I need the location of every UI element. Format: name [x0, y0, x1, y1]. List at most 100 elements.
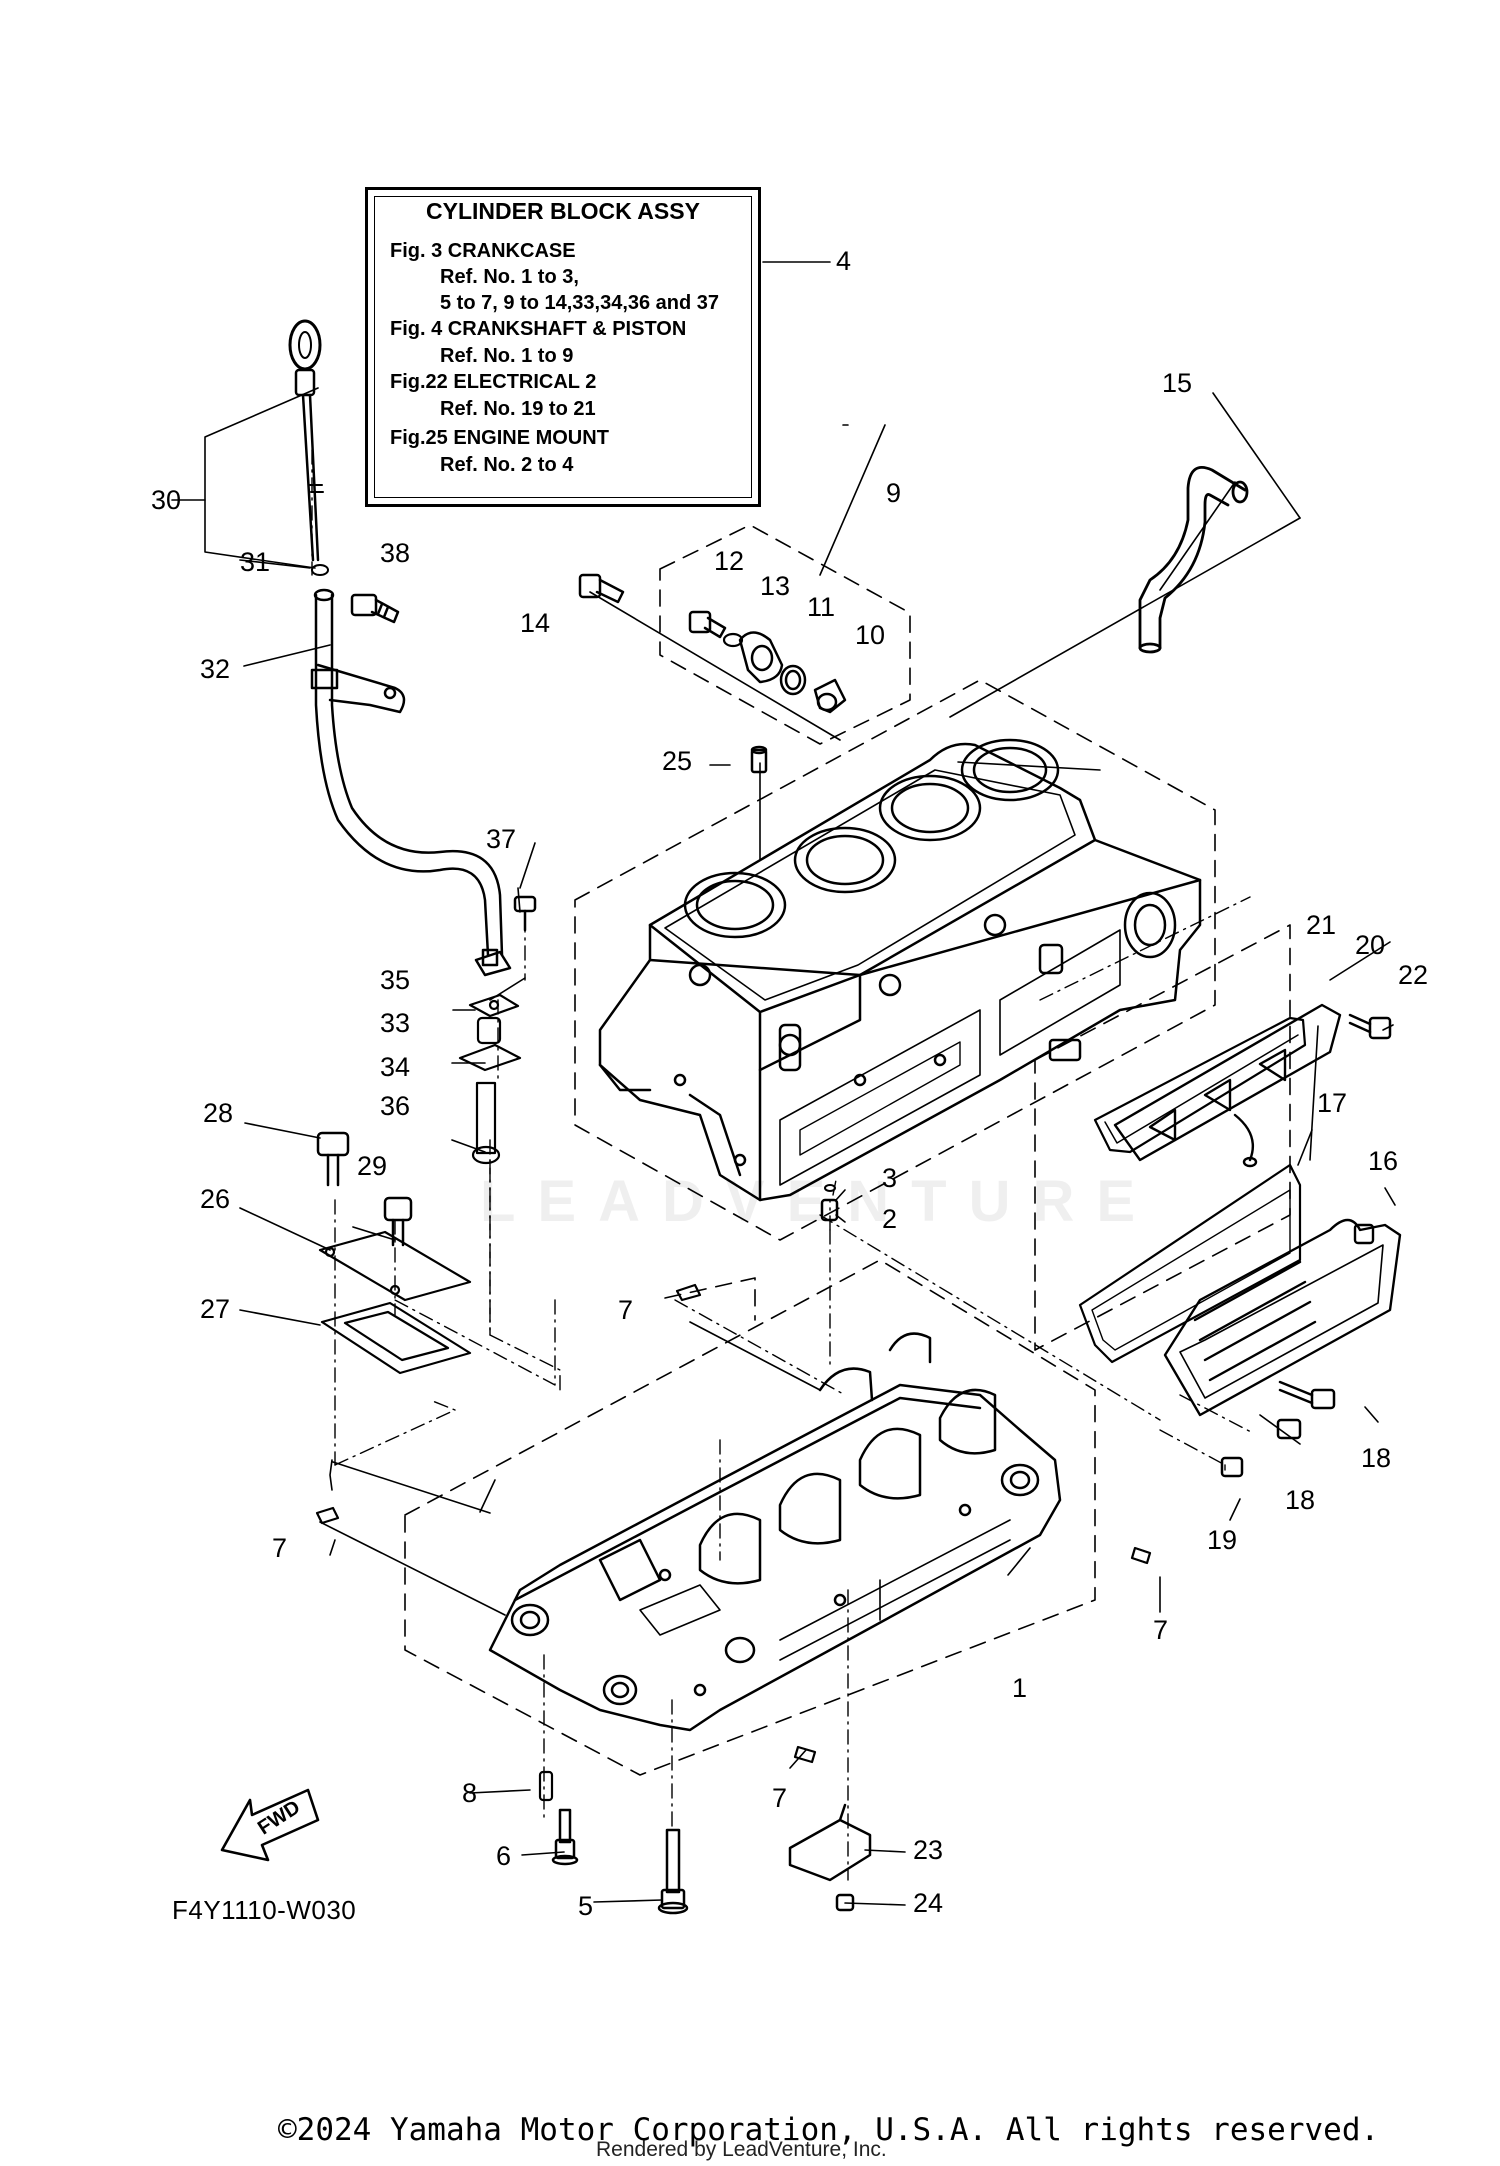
callout-10: 10 — [855, 620, 886, 650]
part-dipstick-guide — [310, 588, 504, 957]
legend-box: CYLINDER BLOCK ASSY Fig. 3 CRANKCASE Ref… — [365, 187, 761, 507]
legend-line: Ref. No. 1 to 3, — [440, 266, 579, 288]
part-bracket-23 — [788, 1803, 872, 1882]
callout-7: 7 — [272, 1533, 288, 1563]
callout-15: 15 — [1162, 368, 1193, 398]
callout-5: 5 — [578, 1891, 594, 1921]
callout-34: 34 — [380, 1052, 411, 1082]
callout-14: 14 — [520, 608, 551, 638]
leader-lines — [171, 261, 1396, 1906]
legend-line: Fig.22 ELECTRICAL 2 — [390, 371, 597, 393]
part-clamp-35 — [474, 948, 512, 977]
part-pin-7-top — [675, 1283, 702, 1302]
callout-37: 37 — [486, 824, 517, 854]
part-bolt-6 — [551, 1808, 579, 1866]
callout-30: 30 — [151, 485, 182, 515]
alignment-lines — [311, 449, 1254, 1881]
part-thermostat-10 — [813, 678, 847, 714]
part-cover-plate-26 — [318, 1230, 472, 1302]
part-bolt-12 — [688, 610, 727, 639]
callout-23: 23 — [913, 1835, 944, 1865]
part-bolt-29 — [383, 1196, 413, 1247]
legend-line: Ref. No. 2 to 4 — [440, 454, 574, 476]
callout-18: 18 — [1361, 1443, 1392, 1473]
callout-36: 36 — [380, 1091, 411, 1121]
callout-32: 32 — [200, 654, 231, 684]
part-washer-13 — [722, 632, 744, 648]
legend-inner-border — [374, 196, 752, 498]
callout-12: 12 — [714, 546, 745, 576]
callout-6: 6 — [496, 1841, 512, 1871]
part-bolt-19 — [1220, 1456, 1244, 1478]
callout-16: 16 — [1368, 1146, 1399, 1176]
callout-22: 22 — [1398, 960, 1429, 990]
figure-code: F4Y1110-W030 — [172, 1895, 357, 1925]
part-dowel-25 — [750, 745, 768, 774]
part-thermostat-cover — [738, 631, 784, 684]
part-tube-36 — [471, 1081, 501, 1165]
legend-line: Ref. No. 19 to 21 — [440, 398, 596, 420]
callout-27: 27 — [200, 1294, 231, 1324]
callout-20: 20 — [1355, 930, 1386, 960]
callout-4: 4 — [836, 246, 852, 276]
callout-8: 8 — [462, 1778, 478, 1808]
part-plate-33 — [468, 993, 520, 1018]
part-sleeve-34 — [458, 1016, 522, 1072]
part-bolt-24 — [835, 1893, 855, 1912]
group-box-upper-crankcase — [574, 679, 1216, 1241]
part-bolt-22 — [1348, 1013, 1392, 1040]
rendered-by-notice: Rendered by LeadVenture, Inc. — [596, 2138, 887, 2161]
legend-line: Fig.25 ENGINE MOUNT — [390, 427, 609, 449]
part-pin-7-right — [1130, 1546, 1152, 1565]
callout-9: 9 — [886, 478, 902, 508]
part-oring-11 — [779, 664, 807, 696]
callout-3: 3 — [882, 1163, 898, 1193]
group-box-thermostat — [659, 524, 911, 745]
legend-title: CYLINDER BLOCK ASSY — [426, 198, 700, 224]
part-gasket-21 — [1093, 1016, 1307, 1154]
callout-28: 28 — [203, 1098, 234, 1128]
callout-13: 13 — [760, 571, 791, 601]
callout-7: 7 — [772, 1783, 788, 1813]
part-bolt-18b — [1276, 1418, 1302, 1440]
part-bolt-18a — [1278, 1380, 1336, 1410]
callout-38: 38 — [380, 538, 411, 568]
callout-35: 35 — [380, 965, 411, 995]
group-box-7 — [664, 1277, 756, 1321]
part-pin-7-left — [315, 1506, 340, 1525]
legend-line: Ref. No. 1 to 9 — [440, 345, 574, 367]
part-pin-3 — [824, 1184, 836, 1192]
watermark-text: LEADVENTURE — [480, 1169, 1158, 1234]
callout-33: 33 — [380, 1008, 411, 1038]
part-dipstick — [288, 319, 324, 562]
callout-7: 7 — [1153, 1615, 1169, 1645]
part-cover-16 — [1163, 1218, 1402, 1417]
callout-21: 21 — [1306, 910, 1337, 940]
callout-17: 17 — [1317, 1088, 1348, 1118]
part-bolt-37 — [513, 895, 537, 932]
group-box-lower-crankcase — [404, 1259, 1096, 1776]
callout-31: 31 — [240, 547, 271, 577]
callout-2: 2 — [882, 1204, 898, 1234]
callout-19: 19 — [1207, 1525, 1238, 1555]
part-pin-8 — [538, 1770, 554, 1802]
callout-26: 26 — [200, 1184, 231, 1214]
legend-line: Fig. 3 CRANKCASE — [390, 240, 576, 262]
callout-29: 29 — [357, 1151, 388, 1181]
callout-25: 25 — [662, 746, 693, 776]
part-gasket-17 — [1078, 1163, 1302, 1364]
callout-1: 1 — [1012, 1673, 1028, 1703]
legend-line: Fig. 4 CRANKSHAFT & PISTON — [390, 318, 687, 340]
fwd-arrow-icon — [220, 1788, 320, 1862]
part-pin-7-bottom — [793, 1745, 817, 1764]
part-bolt-38 — [350, 593, 400, 624]
part-bolt-14 — [578, 573, 625, 604]
part-bolt-28 — [316, 1131, 350, 1187]
part-bolt-5 — [657, 1828, 689, 1915]
part-cylinder-block — [598, 738, 1202, 1202]
copyright-notice: ©2024 Yamaha Motor Corporation, U.S.A. A… — [278, 2112, 1380, 2148]
part-lower-crankcase — [488, 1332, 1062, 1732]
callout-18: 18 — [1285, 1485, 1316, 1515]
part-oring-31 — [311, 564, 329, 576]
